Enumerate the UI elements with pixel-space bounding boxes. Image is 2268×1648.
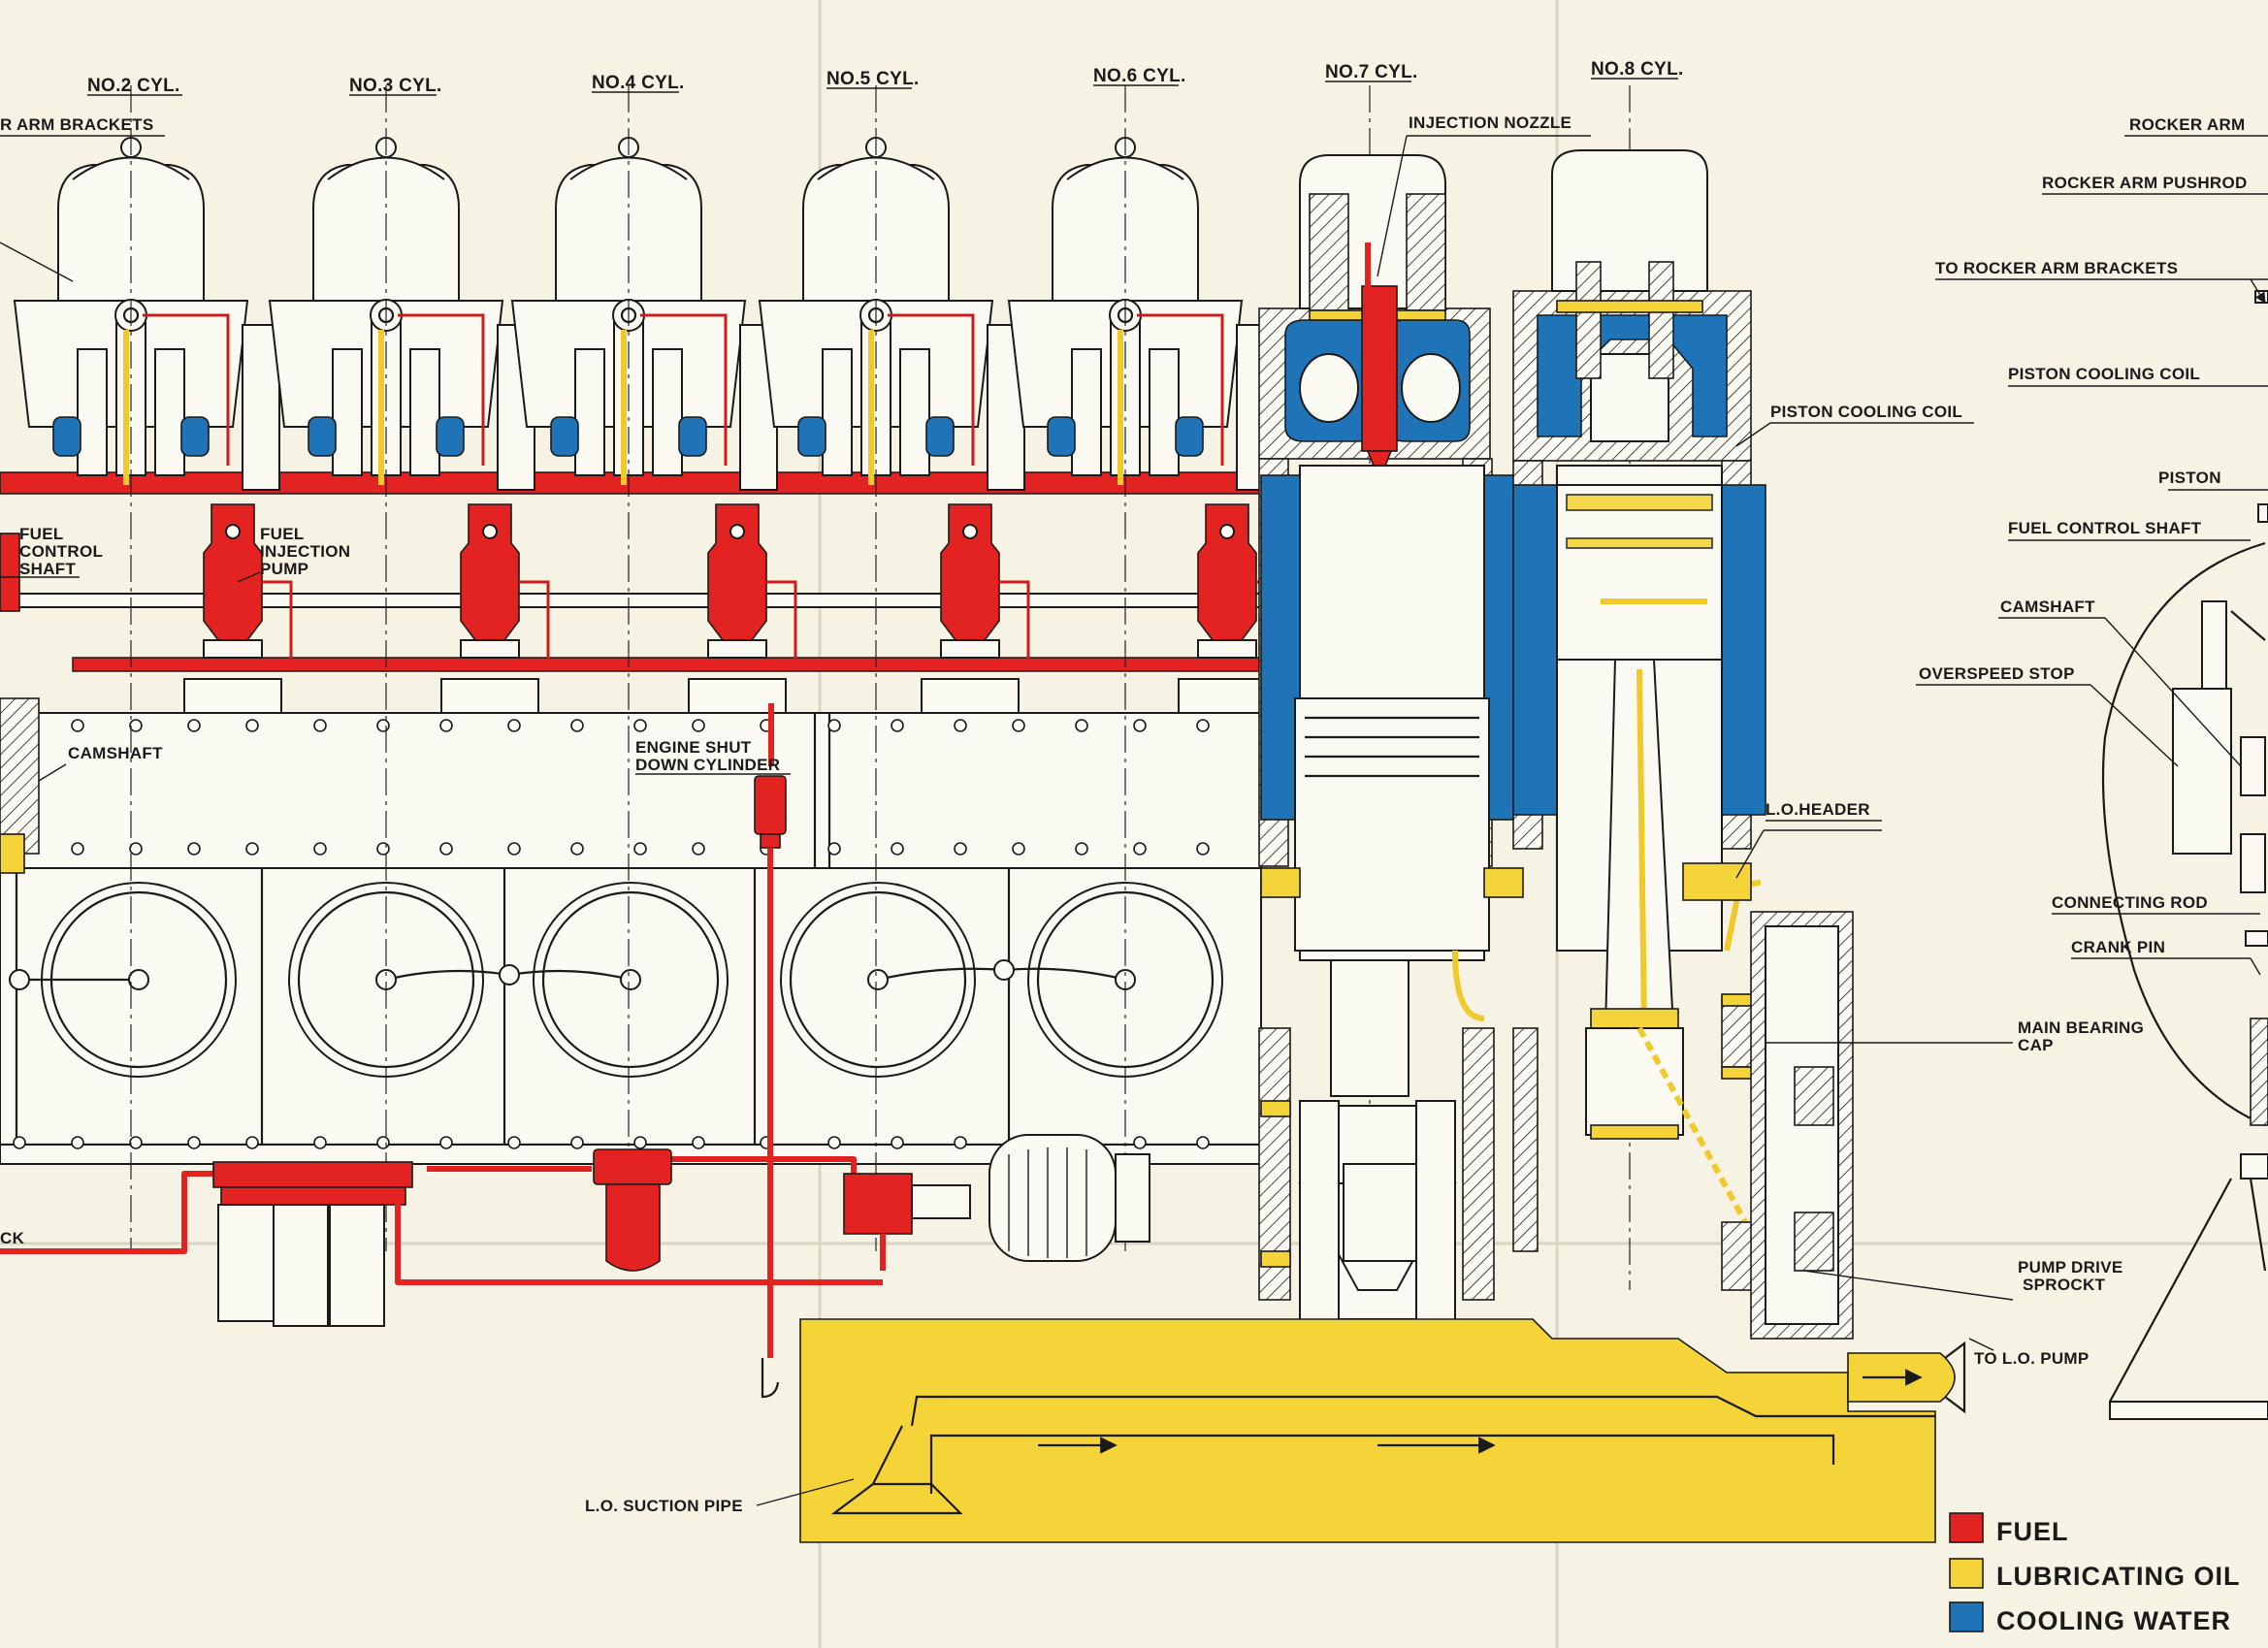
label-no8-cyl: NO.8 CYL. bbox=[1591, 59, 1684, 80]
fuel-control-shaft-rod bbox=[0, 593, 1262, 608]
label-fuel-control-shaft-right: FUEL CONTROL SHAFT bbox=[2008, 519, 2202, 537]
cylinder-head-2 bbox=[13, 137, 280, 491]
label-pump-drive-1: PUMP DRIVE bbox=[2018, 1258, 2123, 1276]
leader-lines bbox=[0, 135, 2268, 1506]
label-main-bearing-1: MAIN BEARING bbox=[2018, 1018, 2144, 1037]
cylinder-head-3 bbox=[268, 137, 535, 491]
label-camshaft-left: CAMSHAFT bbox=[68, 744, 163, 762]
fuel-strainer-head bbox=[593, 1148, 672, 1185]
fuel-injection-pump-4 bbox=[688, 503, 797, 714]
fuel-transfer-pump bbox=[843, 1173, 913, 1235]
label-to-lo-pump: TO L.O. PUMP bbox=[1974, 1349, 2090, 1368]
cylinder-8-section bbox=[1452, 149, 1854, 1340]
label-main-bearing-2: CAP bbox=[2018, 1036, 2054, 1054]
legend-item-lubricating-oil: LUBRICATING OIL bbox=[1949, 1558, 2240, 1591]
fuel-return-header bbox=[72, 657, 1262, 672]
cylinder-heads bbox=[13, 137, 1275, 491]
fuel-injection-pump-5 bbox=[921, 503, 1030, 714]
label-underlines bbox=[87, 78, 1882, 822]
fuel-filter-assembly bbox=[0, 1134, 1150, 1327]
label-no5-cyl: NO.5 CYL. bbox=[826, 69, 920, 89]
engine-exterior bbox=[0, 85, 1631, 1399]
label-fuel-control-left-1: FUEL bbox=[19, 525, 64, 543]
label-fuel-injection-pump-1: FUEL bbox=[260, 525, 305, 543]
crankcase-dividers bbox=[15, 713, 1011, 1145]
lo-suction-pipe bbox=[799, 1318, 1966, 1543]
fuel-strainer-bowl bbox=[605, 1183, 661, 1272]
legend-swatch-cooling-water bbox=[1949, 1601, 1984, 1632]
label-piston-cooling-coil-mid: PISTON COOLING COIL bbox=[1770, 403, 1962, 421]
engine-shutdown-cylinder bbox=[754, 703, 787, 1399]
label-camshaft-right: CAMSHAFT bbox=[2000, 598, 2095, 616]
left-edge-fuel-pump bbox=[0, 533, 40, 874]
label-no7-cyl: NO.7 CYL. bbox=[1325, 62, 1418, 82]
fuel-injection-pump-3 bbox=[440, 503, 550, 714]
label-overspeed-stop: OVERSPEED STOP bbox=[1919, 664, 2075, 683]
label-fuel-control-left-2: CONTROL bbox=[19, 542, 103, 561]
cylinder-head-5 bbox=[758, 137, 1025, 491]
fuel-injection-pump-2 bbox=[183, 503, 293, 714]
label-fuel-injection-pump-3: PUMP bbox=[260, 560, 308, 578]
cylinder-head-4 bbox=[510, 137, 778, 491]
label-to-rocker-arm-brackets: TO ROCKER ARM BRACKETS bbox=[1935, 259, 2178, 277]
legend-label-fuel: FUEL bbox=[1996, 1517, 2069, 1546]
cylinder-7-section bbox=[1258, 154, 1524, 1335]
legend-label-cooling-water: COOLING WATER bbox=[1996, 1606, 2231, 1635]
label-crank-pin: CRANK PIN bbox=[2071, 938, 2165, 956]
label-piston: PISTON bbox=[2158, 469, 2221, 487]
label-piston-cooling-coil-right: PISTON COOLING COIL bbox=[2008, 365, 2200, 383]
label-no3-cyl: NO.3 CYL. bbox=[349, 76, 442, 96]
label-rocker-arm-pushrod: ROCKER ARM PUSHROD bbox=[2042, 174, 2248, 192]
label-fuel-control-left-3: SHAFT bbox=[19, 560, 76, 578]
label-no4-cyl: NO.4 CYL. bbox=[592, 73, 685, 93]
label-lo-header: L.O.HEADER bbox=[1766, 800, 1870, 819]
component-labels: R ARM BRACKETS INJECTION NOZZLE ROCKER A… bbox=[0, 113, 2248, 1515]
label-engine-shut-down-1: ENGINE SHUT bbox=[635, 738, 752, 757]
label-pump-drive-2: SPROCKT bbox=[2023, 1276, 2106, 1294]
legend-swatch-lubricating-oil bbox=[1949, 1558, 1984, 1589]
legend: FUEL LUBRICATING OIL COOLING WATER bbox=[1949, 1512, 2240, 1635]
label-rocker-arm-brackets-left: R ARM BRACKETS bbox=[0, 115, 153, 134]
label-ck-partial: CK bbox=[0, 1229, 25, 1247]
crankcase-inspection-covers bbox=[9, 882, 1223, 1078]
cylinder-labels: NO.2 CYL. NO.3 CYL. NO.4 CYL. NO.5 CYL. … bbox=[87, 59, 1684, 96]
cylinder-head-6 bbox=[1007, 137, 1275, 491]
label-lo-suction-pipe: L.O. SUCTION PIPE bbox=[585, 1497, 743, 1515]
legend-swatch-fuel bbox=[1949, 1512, 1984, 1543]
fuel-injection-pumps bbox=[183, 503, 1287, 714]
label-no6-cyl: NO.6 CYL. bbox=[1093, 66, 1186, 86]
label-connecting-rod: CONNECTING ROD bbox=[2052, 893, 2208, 912]
label-no2-cyl: NO.2 CYL. bbox=[87, 76, 180, 96]
end-view-partial bbox=[2101, 290, 2268, 1420]
label-fuel-injection-pump-2: INJECTION bbox=[260, 542, 350, 561]
legend-item-cooling-water: COOLING WATER bbox=[1949, 1601, 2231, 1635]
label-rocker-arm: ROCKER ARM bbox=[2129, 115, 2245, 134]
legend-item-fuel: FUEL bbox=[1949, 1512, 2069, 1546]
injection-nozzle-body bbox=[1361, 285, 1398, 452]
label-engine-shut-down-2: DOWN CYLINDER bbox=[635, 756, 780, 774]
upper-frame-panel bbox=[0, 712, 1262, 869]
legend-label-lubricating-oil: LUBRICATING OIL bbox=[1996, 1562, 2240, 1591]
label-injection-nozzle: INJECTION NOZZLE bbox=[1409, 113, 1571, 132]
